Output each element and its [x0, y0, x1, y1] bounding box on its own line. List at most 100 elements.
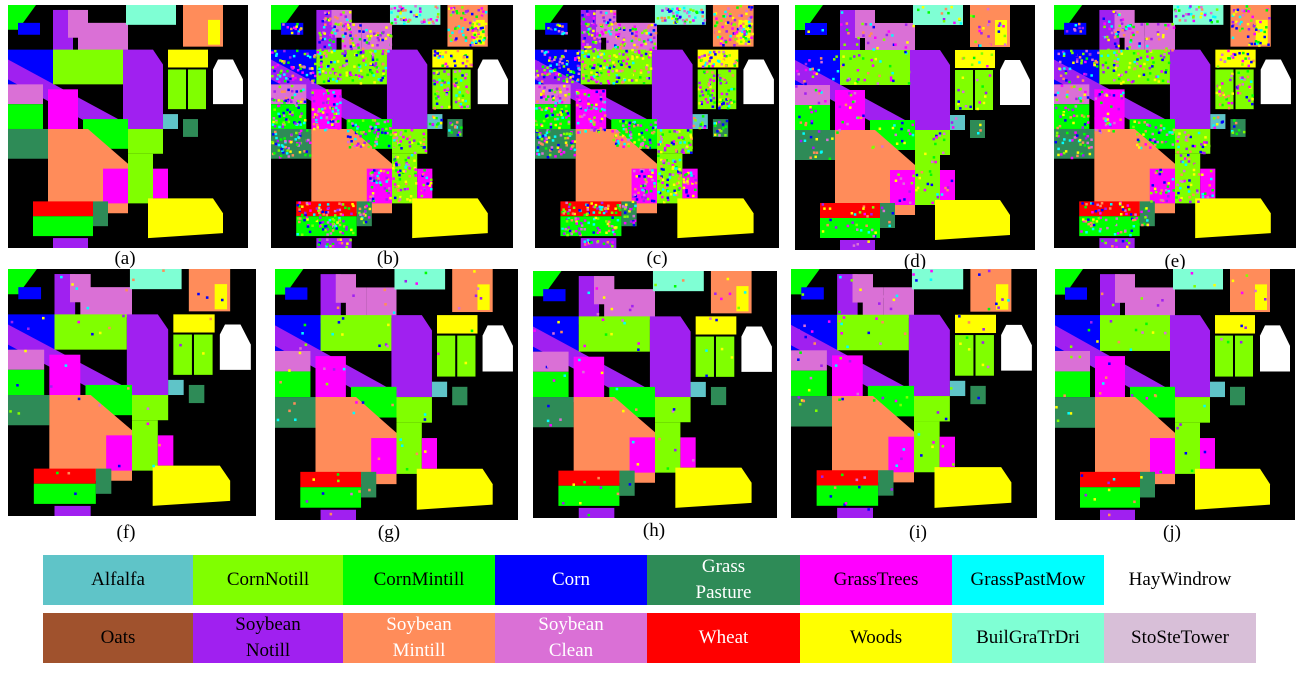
field-region-24	[949, 380, 966, 397]
field-region-11	[840, 50, 910, 85]
panel-e	[1054, 5, 1296, 248]
panel-b	[271, 5, 513, 248]
field-region-13	[1215, 49, 1256, 68]
field-region-17	[795, 85, 830, 105]
field-region-14	[173, 334, 192, 375]
field-region-16	[482, 325, 513, 372]
field-region-4	[604, 289, 625, 318]
misclassification-noise	[9, 269, 224, 496]
map-image-f	[8, 269, 251, 516]
legend-label: HayWindrow	[1128, 569, 1232, 590]
misclassification-noise	[797, 269, 1010, 511]
misclassification-noise	[276, 270, 486, 516]
field-region-12	[391, 315, 432, 398]
panel-h	[533, 271, 777, 518]
field-region-23	[914, 396, 950, 422]
legend-label: CornMintill	[373, 569, 465, 590]
legend-swatch-grasspastmow: GrassPastMow	[952, 555, 1104, 605]
field-region-17	[533, 351, 569, 372]
field-region-30	[33, 483, 96, 504]
field-region-1	[285, 287, 308, 300]
field-region-25	[710, 386, 727, 406]
field-region-19	[311, 89, 342, 134]
legend-swatch-woods: Woods	[800, 613, 952, 663]
field-region-15	[716, 336, 735, 377]
field-region-1	[18, 287, 42, 300]
field-region-25	[183, 119, 198, 137]
panel-caption-d: (d)	[903, 251, 927, 272]
panel-caption-f: (f)	[116, 522, 136, 543]
classification-map-e	[1054, 5, 1296, 248]
field-region-29	[300, 471, 362, 488]
field-region-25	[452, 386, 468, 406]
field-region-32	[54, 505, 91, 516]
field-region-24	[427, 114, 443, 129]
field-region-33	[148, 198, 223, 239]
map-image-j	[1055, 269, 1290, 520]
field-region-12	[649, 316, 691, 398]
classification-map-f	[8, 269, 256, 516]
field-region-6	[911, 269, 964, 290]
field-region-14	[437, 335, 456, 377]
legend-label: Notill	[245, 640, 291, 661]
field-region-1	[18, 22, 40, 35]
misclassification-noise	[1054, 5, 1271, 248]
field-region-6	[394, 269, 446, 290]
field-region-18	[795, 105, 830, 130]
field-region-5	[366, 287, 397, 319]
field-region-12	[910, 50, 950, 130]
legend-label: CornNotill	[226, 569, 310, 590]
field-region-14	[1215, 335, 1233, 377]
field-region-23	[128, 128, 163, 154]
panel-caption-h: (h)	[642, 520, 666, 541]
field-region-6	[652, 271, 704, 292]
field-region-33	[416, 468, 493, 510]
field-region-30	[558, 485, 620, 506]
field-region-1	[1065, 287, 1087, 300]
field-region-19	[835, 90, 865, 135]
field-region-19	[315, 356, 346, 403]
legend-swatch-wheat: Wheat	[647, 613, 800, 663]
map-image-i	[791, 269, 1032, 518]
field-region-12	[386, 49, 428, 129]
panel-caption-g: (g)	[377, 522, 401, 543]
field-region-30	[816, 485, 879, 506]
panel-d	[795, 5, 1035, 250]
field-region-0	[271, 5, 300, 30]
field-region-24	[1210, 381, 1225, 398]
map-image-g	[275, 269, 513, 520]
field-region-15	[975, 335, 994, 376]
field-region-16	[743, 59, 774, 105]
field-region-30	[820, 218, 880, 238]
field-region-25	[188, 384, 205, 404]
field-region-14	[955, 70, 973, 110]
legend-label: Soybean	[538, 614, 604, 635]
field-region-17	[791, 350, 827, 371]
field-region-24	[168, 379, 184, 396]
field-region-27	[1150, 438, 1175, 474]
legend-swatch-alfalfa: Alfalfa	[43, 555, 193, 605]
field-region-28	[157, 435, 174, 466]
legend-label: Corn	[552, 569, 590, 590]
field-region-12	[908, 314, 950, 397]
legend-label: Mintill	[392, 640, 446, 661]
field-region-5	[98, 22, 128, 53]
field-region-13	[168, 49, 208, 68]
field-region-33	[1195, 468, 1270, 510]
field-region-27	[890, 170, 915, 205]
field-region-28	[421, 438, 437, 469]
classification-map-j	[1055, 269, 1295, 520]
field-region-29	[1080, 471, 1140, 488]
field-region-14	[1215, 69, 1234, 110]
field-region-0	[533, 271, 562, 297]
panel-c	[535, 5, 779, 248]
classification-map-i	[791, 269, 1037, 518]
field-region-11	[578, 316, 650, 352]
field-region-12	[651, 49, 693, 129]
field-region-5	[101, 287, 132, 318]
legend-label: BuilGraTrDri	[976, 627, 1080, 648]
field-region-26	[915, 155, 940, 205]
field-region-2	[1099, 9, 1120, 58]
